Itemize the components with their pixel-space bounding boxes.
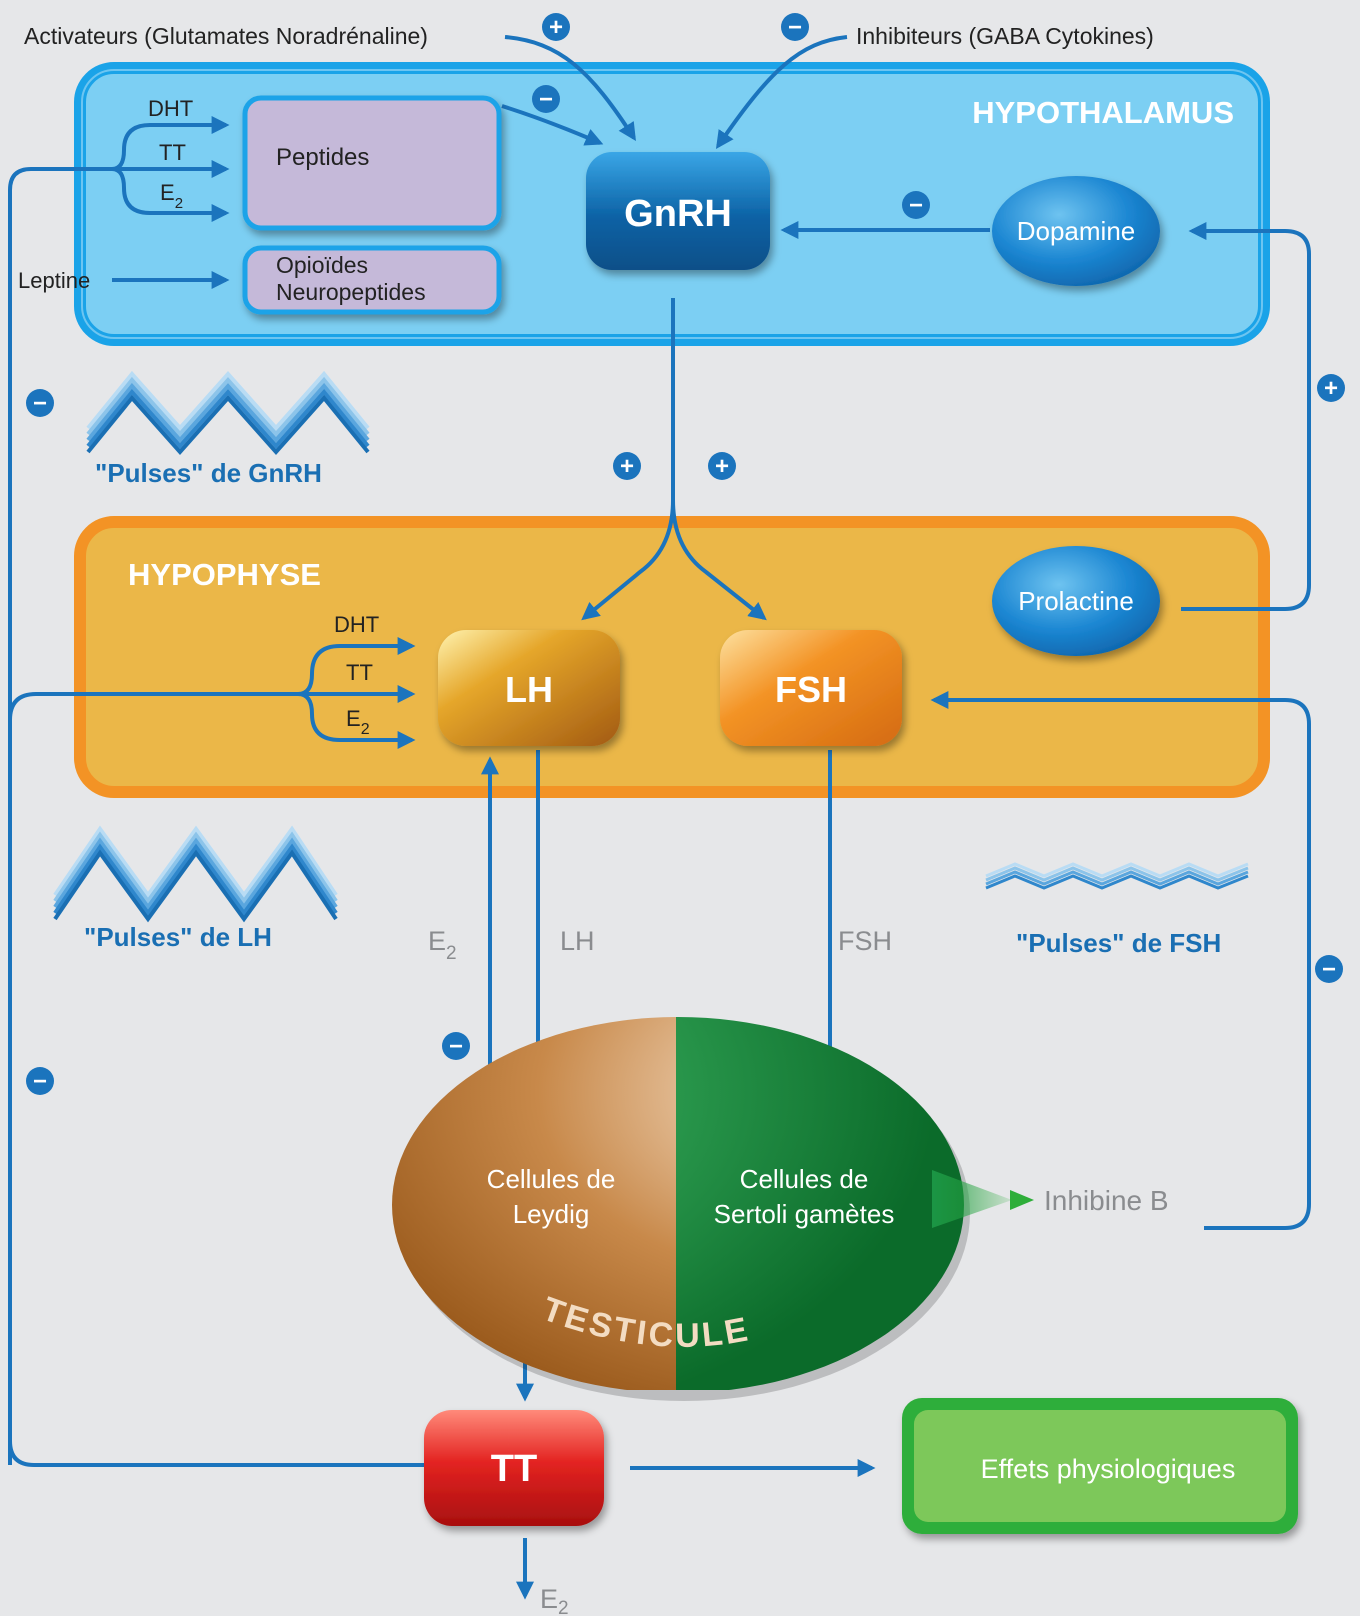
fsh-pulses-wave [985,862,1249,890]
inhibitors-label: Inhibiteurs (GABA Cytokines) [856,23,1154,49]
hypophyse-input-e2: E2 [346,706,370,738]
lh-pulses-wave [53,825,338,923]
fsh-label: FSH [775,669,847,710]
fsh-pulses-label: "Pulses" de FSH [1016,928,1221,958]
effets-label: Effets physiologiques [981,1454,1236,1484]
e2-output-label: E2 [540,1584,569,1616]
leptine-label: Leptine [18,268,90,293]
inhibine-output: Inhibine B [932,1170,1169,1228]
lh-node: LH [438,630,620,746]
hypophyse-dht-arrow [297,637,416,696]
sign-badges: + − − − − + + + − − − [26,13,1345,1095]
sertoli-cells-region [676,1017,964,1390]
gnrh-pulses-wave [86,370,370,456]
hypothalamus-inputs: DHT TT E2 Leptine [18,96,193,293]
prolactine-node: Prolactine [992,546,1160,656]
gnrh-pulses-label: "Pulses" de GnRH [95,458,322,488]
plus-badge-activators: + [542,13,570,41]
hypothalamus-input-dht: DHT [148,96,193,121]
svg-text:−: − [788,14,802,41]
hypophyse-input-dht: DHT [334,612,379,637]
lh-label: LH [505,669,553,710]
peptides-gnrh-arrow [501,104,604,146]
svg-text:−: − [539,86,553,113]
minus-badge-e2-lh: − [442,1032,470,1060]
svg-text:−: − [33,390,47,417]
lh-link-label: LH [560,926,595,956]
tt-node: TT [424,1410,604,1526]
gnrh-node: GnRH [586,152,770,270]
svg-text:+: + [715,453,729,480]
minus-badge-dopamine: − [902,191,930,219]
hypothalamus-e2-arrow [111,167,230,222]
minus-badge-inhibitors: − [781,13,809,41]
hypothalamus-title: HYPOTHALAMUS [972,95,1234,130]
minus-badge-peptides: − [532,85,560,113]
svg-text:+: + [620,453,634,480]
dopamine-label: Dopamine [1017,216,1136,246]
minus-badge-inhibine: − [1315,955,1343,983]
hypophyse-input-tt: TT [346,660,373,685]
inhibine-fsh-arrow [930,691,1311,1230]
e2-link-label: E2 [428,926,457,964]
opioides-node: Opioïdes Neuropeptides [242,245,502,315]
tt-feedback-hypophyse-line [8,692,298,721]
lh-pulses-label: "Pulses" de LH [84,922,272,952]
peptides-node: Peptides [242,95,502,231]
svg-text:+: + [549,14,563,41]
inhibine-label: Inhibine B [1044,1185,1169,1216]
effets-node: Effets physiologiques [902,1398,1298,1534]
prolactine-dopamine-arrow [1181,222,1311,611]
hypophyse-title: HYPOPHYSE [128,557,321,592]
leydig-label-line2: Leydig [513,1199,590,1229]
tt-feedback-hypothalamus-line [8,167,112,1465]
dopamine-node: Dopamine [992,176,1160,286]
fsh-node: FSH [720,630,902,746]
svg-text:−: − [1322,956,1336,983]
plus-badge-gnrh-fsh: + [708,452,736,480]
connectors [8,35,1311,1600]
leydig-label-line1: Cellules de [487,1164,616,1194]
activators-label: Activateurs (Glutamates Noradrénaline) [24,23,428,49]
svg-text:+: + [1324,375,1338,402]
svg-text:−: − [449,1033,463,1060]
gnrh-fsh-arrow [671,499,767,621]
sertoli-label-line2: Sertoli gamètes [714,1199,895,1229]
plus-badge-gnrh-lh: + [613,452,641,480]
tt-label: TT [491,1448,537,1490]
neuropeptides-label: Neuropeptides [276,279,426,305]
hypophyse-e2-arrow [297,692,416,749]
svg-text:−: − [33,1068,47,1095]
testicule-node: Cellules de Leydig Cellules de Sertoli g… [392,1017,970,1401]
hypophyse-inputs: DHT TT E2 [334,612,379,738]
hypothalamus-input-e2: E2 [160,180,183,212]
minus-badge-tt-feedback: − [26,1067,54,1095]
minus-badge-hypothalamus-feedback: − [26,389,54,417]
leydig-cells-region [392,1017,676,1390]
opioides-label: Opioïdes [276,252,368,278]
fsh-link-label: FSH [838,926,892,956]
svg-text:−: − [909,192,923,219]
plus-badge-prolactine: + [1317,374,1345,402]
inhibitors-arrow [715,35,848,149]
sertoli-label-line1: Cellules de [740,1164,869,1194]
tt-feedback-line [8,1440,424,1467]
peptides-label: Peptides [276,144,369,171]
prolactine-label: Prolactine [1018,586,1134,616]
gnrh-label: GnRH [624,193,732,235]
activators-arrow [504,35,636,142]
hypothalamus-input-tt: TT [159,140,186,165]
